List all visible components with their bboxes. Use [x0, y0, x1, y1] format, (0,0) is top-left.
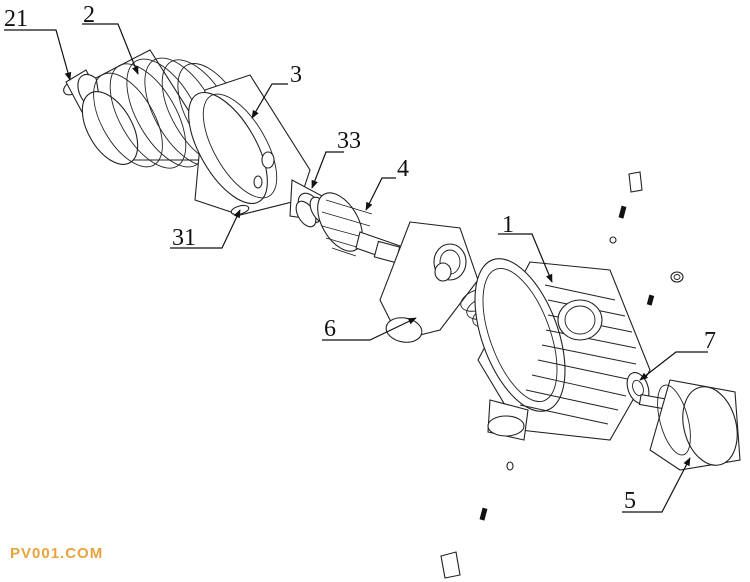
part-2-bellows	[81, 49, 251, 169]
label-part-1: 1	[502, 212, 514, 238]
fasteners	[440, 171, 684, 579]
part-labels: 21 2 3 33 4 31 1 6 7 5	[4, 2, 716, 514]
label-part-33: 33	[337, 128, 361, 154]
part-5-end-cap	[638, 379, 741, 471]
part-4-impeller	[317, 192, 401, 264]
label-part-3: 3	[290, 62, 302, 88]
watermark: PV001.COM	[10, 545, 104, 562]
leader-lines	[4, 23, 708, 513]
label-part-7: 7	[704, 328, 716, 354]
label-part-31: 31	[172, 225, 196, 251]
label-part-5: 5	[624, 488, 636, 514]
label-part-21: 21	[4, 6, 28, 32]
label-part-2: 2	[83, 2, 95, 28]
label-part-4: 4	[397, 156, 409, 182]
part-6-volute	[379, 221, 479, 343]
part-1-motor-body	[474, 258, 651, 441]
label-part-6: 6	[324, 316, 336, 342]
